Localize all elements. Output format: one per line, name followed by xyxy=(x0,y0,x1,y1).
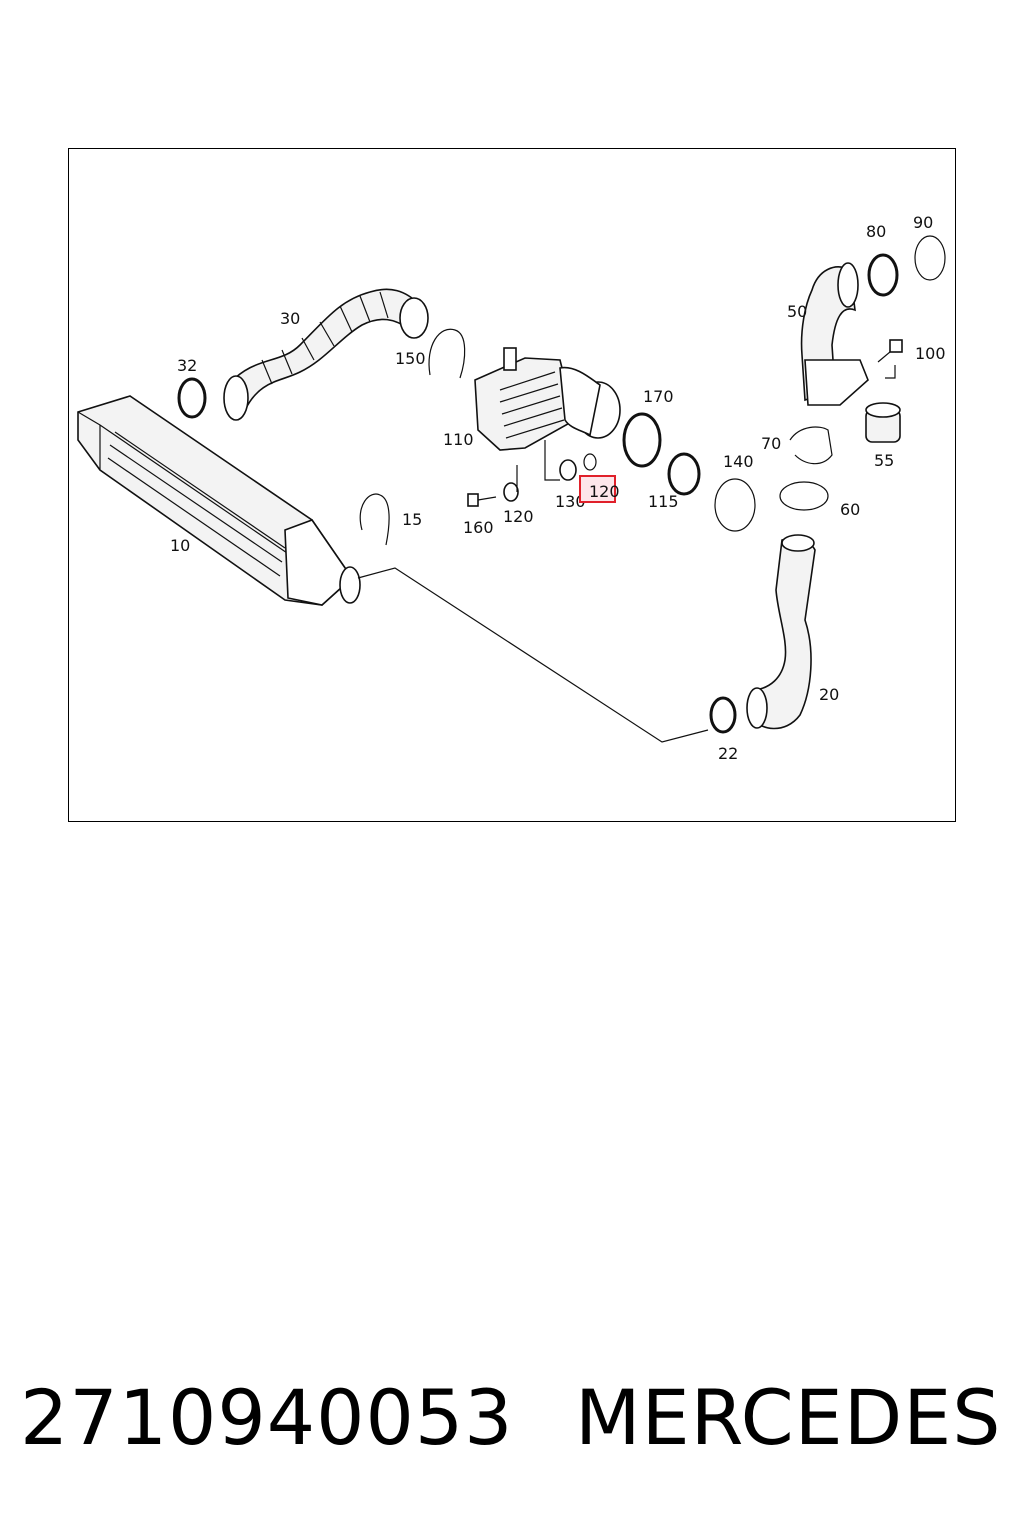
label-140: 140 xyxy=(723,452,754,471)
label-70: 70 xyxy=(761,434,781,453)
clamp-60-part[interactable] xyxy=(779,481,829,511)
label-160: 160 xyxy=(463,518,494,537)
label-50: 50 xyxy=(787,302,807,321)
clamp-90-part[interactable] xyxy=(914,235,946,281)
pipe-20-part[interactable] xyxy=(746,534,816,730)
label-60: 60 xyxy=(840,500,860,519)
ring-115-part[interactable] xyxy=(667,452,701,496)
label-170: 170 xyxy=(643,387,674,406)
part-number: 2710940053 xyxy=(20,1373,514,1462)
corrugated-hose-part[interactable] xyxy=(223,288,429,421)
ring-120-part[interactable] xyxy=(583,453,597,471)
seal-ring-32-part[interactable] xyxy=(177,377,207,419)
bolt-100-part[interactable] xyxy=(877,339,903,363)
clip-150-part[interactable] xyxy=(428,328,466,379)
washer-120-part[interactable] xyxy=(503,482,519,502)
label-120-highlighted: 120 xyxy=(589,482,620,501)
ring-80-part[interactable] xyxy=(867,253,899,297)
label-115: 115 xyxy=(648,492,679,511)
bolt-160-part[interactable] xyxy=(467,493,497,507)
label-150: 150 xyxy=(395,349,426,368)
brand-name: MERCEDES xyxy=(575,1373,1002,1462)
label-55: 55 xyxy=(874,451,894,470)
label-30: 30 xyxy=(280,309,300,328)
label-20: 20 xyxy=(819,685,839,704)
footer: 2710940053 MERCEDES xyxy=(0,1368,1024,1468)
label-80: 80 xyxy=(866,222,886,241)
clip-70-part[interactable] xyxy=(789,426,833,465)
label-120: 120 xyxy=(503,507,534,526)
label-130: 130 xyxy=(555,492,586,511)
label-90: 90 xyxy=(913,213,933,232)
clamp-140-part[interactable] xyxy=(714,478,756,532)
clip-15-part[interactable] xyxy=(359,493,390,546)
cap-55-part[interactable] xyxy=(865,402,901,443)
seal-ring-22-part[interactable] xyxy=(709,696,737,734)
air-housing-part[interactable] xyxy=(474,347,621,451)
label-110: 110 xyxy=(443,430,474,449)
intercooler-part[interactable] xyxy=(77,395,361,606)
clamp-170-part[interactable] xyxy=(622,412,662,468)
label-32: 32 xyxy=(177,356,197,375)
label-15: 15 xyxy=(402,510,422,529)
label-10: 10 xyxy=(170,536,190,555)
highlight-box xyxy=(579,475,616,503)
callout-labels: 30 32 150 110 170 80 90 50 100 70 55 10 … xyxy=(170,213,946,763)
label-100: 100 xyxy=(915,344,946,363)
leader-lines xyxy=(357,365,896,743)
pipe-50-part[interactable] xyxy=(800,262,869,406)
bush-130-part[interactable] xyxy=(559,459,577,481)
label-22: 22 xyxy=(718,744,738,763)
